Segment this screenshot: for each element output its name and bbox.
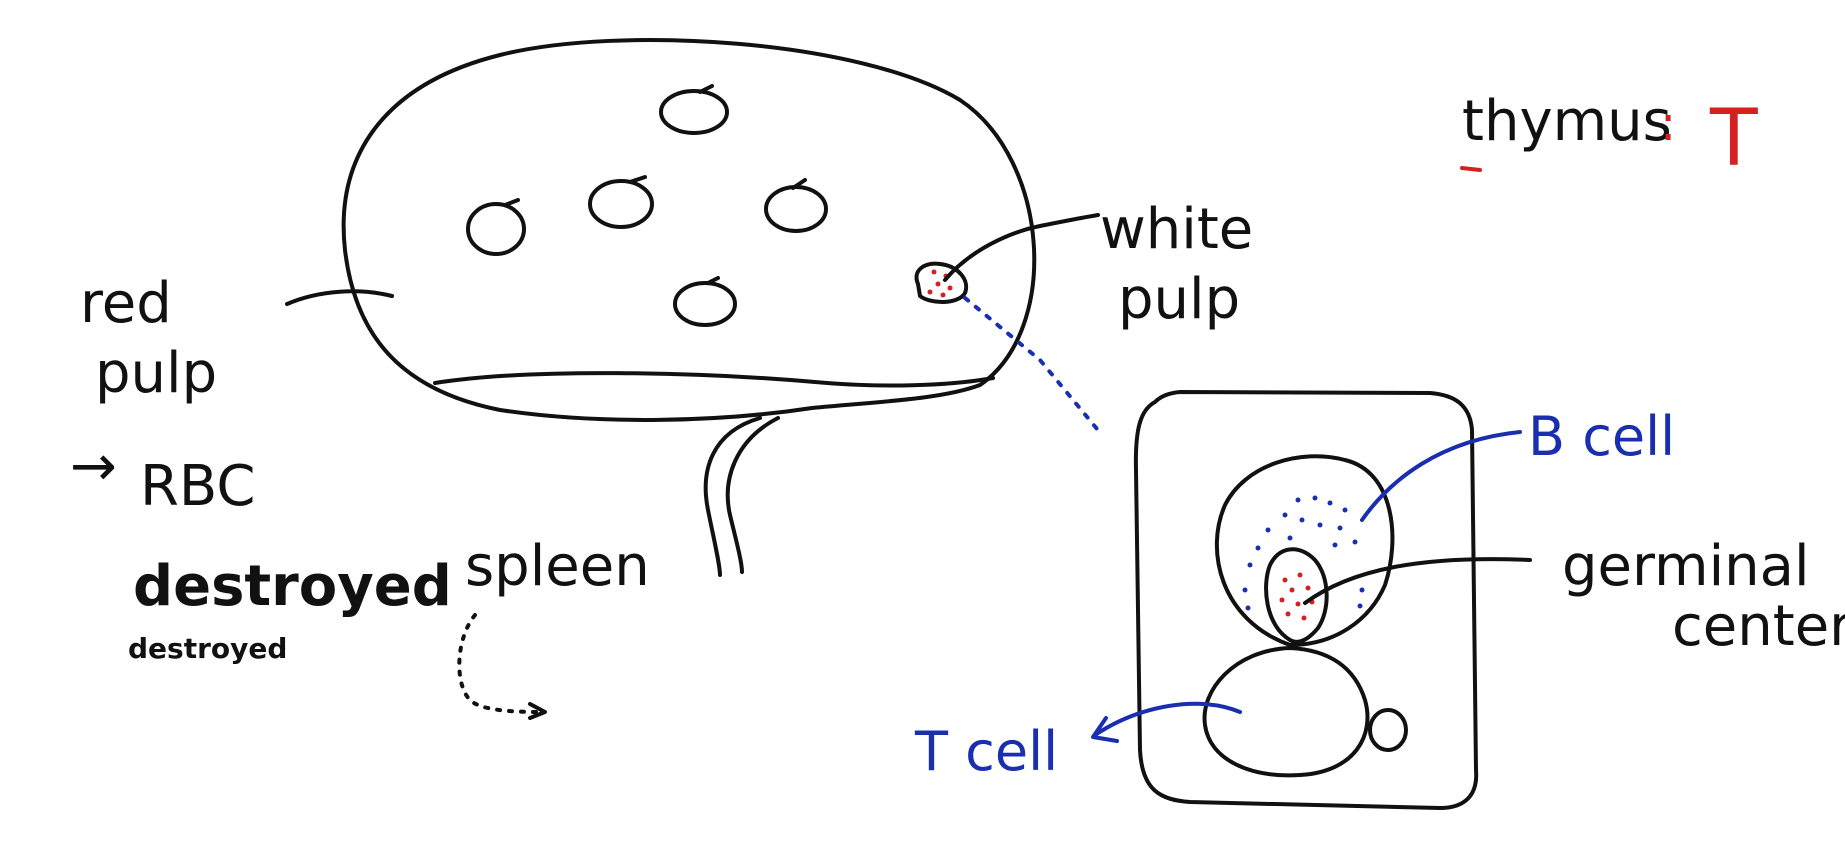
b-cell-label: B cell (1528, 405, 1675, 468)
follicle-tail (628, 175, 647, 184)
spleen-outline (341, 38, 1037, 422)
white-pulp-label-pulp: pulp (1118, 267, 1240, 332)
rbc-label: RBC (140, 454, 255, 519)
follicle (764, 185, 828, 233)
follicle-tail (791, 178, 807, 190)
red-pulp-pointer (285, 289, 394, 306)
thymus-red-underline (1460, 166, 1482, 172)
destroyed-handwritten: destroyed (133, 554, 452, 619)
t-cell-label: T cell (914, 720, 1058, 783)
white-pulp-label-white: white (1100, 197, 1253, 262)
follicle-tail (698, 84, 714, 94)
red-pulp-label-red: red (80, 271, 172, 336)
follicle (466, 202, 526, 256)
white-pulp-pointer (943, 213, 1100, 282)
spleen-label: spleen (465, 534, 650, 599)
t-cell-zone (1202, 646, 1370, 778)
germinal-label: germinal (1562, 534, 1810, 599)
red-pulp-label-pulp: pulp (95, 341, 217, 406)
follicle-tail (503, 198, 520, 207)
splenic-vessel-right (725, 416, 780, 574)
destroyed-typed: destroyed (128, 632, 287, 665)
follicle (588, 179, 654, 229)
follicle-mantle (1214, 454, 1395, 647)
follicle-tail (706, 276, 720, 285)
thymus-t-label: T (1709, 94, 1758, 184)
b-cell-pointer (1360, 430, 1522, 522)
spleen-dotted-arrowhead (528, 702, 547, 720)
splenic-vessel-left (703, 416, 762, 577)
b-cell-dots (1242, 495, 1365, 611)
t-cell-arrow (1093, 701, 1242, 737)
germinal-center-pointer (1303, 557, 1532, 605)
thymus-label: thymus (1462, 89, 1672, 154)
thymus-separator: : (1660, 96, 1676, 152)
spleen-hilum-line (433, 371, 995, 388)
follicle (673, 281, 737, 327)
spleen-dotted-arrow (457, 613, 542, 714)
follicle (659, 89, 729, 135)
small-nodule (1368, 708, 1408, 752)
t-cell-arrowhead (1091, 716, 1119, 743)
germinal-center-red-dots (1279, 572, 1315, 621)
white-pulp-node (914, 261, 969, 304)
center-label: center (1672, 594, 1845, 659)
zoom-dotted-line (963, 296, 1104, 437)
rbc-arrow: → (70, 434, 117, 499)
zoom-box (1133, 390, 1479, 810)
germinal-center (1264, 547, 1329, 644)
